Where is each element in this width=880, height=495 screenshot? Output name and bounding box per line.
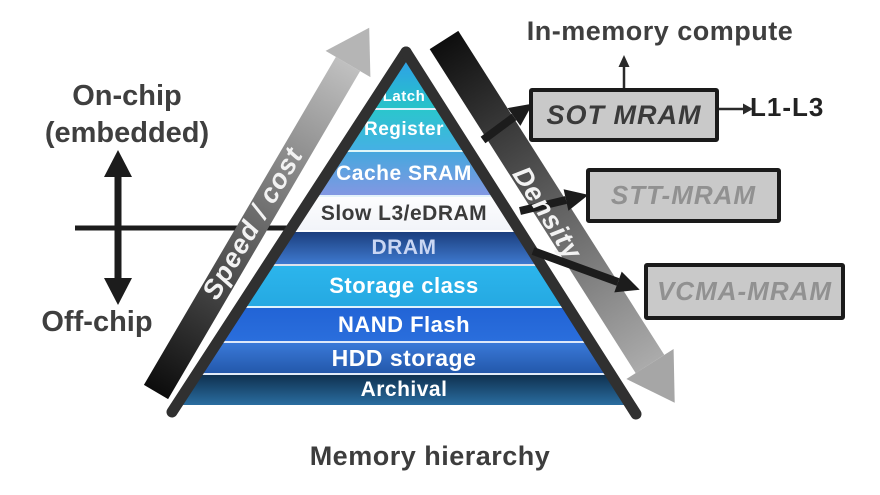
pyramid-layer-hdd-storage: HDD storage	[180, 343, 628, 375]
on-chip-line2: (embedded)	[44, 117, 210, 149]
in-memory-compute-heading: In-memory compute	[526, 16, 794, 46]
sot-mram-label: SOT MRAM	[546, 99, 702, 130]
figure-caption: Memory hierarchy	[309, 441, 551, 471]
in-memory-compute-arrowhead-icon	[618, 55, 630, 67]
layer-label: Cache SRAM	[336, 161, 472, 185]
vcma-mram-box: VCMA-MRAM	[644, 263, 845, 320]
layer-label: Register	[363, 119, 445, 140]
sot-mram-box: SOT MRAM	[529, 88, 719, 142]
pyramid-layer-cache-sram: Cache SRAM	[180, 152, 628, 197]
on-chip-line1: On-chip	[72, 80, 182, 112]
layer-label: DRAM	[371, 236, 437, 259]
stt-connector-arrowhead-icon	[563, 189, 589, 211]
down-arrow-icon	[104, 278, 132, 305]
pyramid-layer-nand-flash: NAND Flash	[180, 308, 628, 343]
density-arrowhead-icon	[626, 349, 675, 403]
vcma-connector-arrowhead-icon	[614, 271, 640, 293]
l1-l3-label: L1-L3	[750, 92, 825, 122]
layer-label: Latch	[382, 88, 426, 105]
pyramid-layer-archival: Archival	[180, 375, 628, 405]
stt-mram-box: STT-MRAM	[586, 168, 781, 223]
off-chip-label: Off-chip	[41, 306, 153, 338]
layer-label: Archival	[360, 378, 448, 401]
layer-label: HDD storage	[331, 344, 477, 371]
vcma-mram-label: VCMA-MRAM	[656, 276, 833, 306]
on-chip-label: On-chip (embedded)	[17, 78, 237, 152]
speed-cost-arrowhead-icon	[325, 27, 371, 78]
layer-label: Slow L3/eDRAM	[320, 201, 488, 225]
pyramid-layer-storage-class: Storage class	[180, 266, 628, 308]
layer-label: NAND Flash	[337, 311, 471, 337]
layer-label: Storage class	[329, 273, 479, 298]
up-arrow-icon	[104, 150, 132, 177]
stt-mram-label: STT-MRAM	[610, 180, 757, 210]
